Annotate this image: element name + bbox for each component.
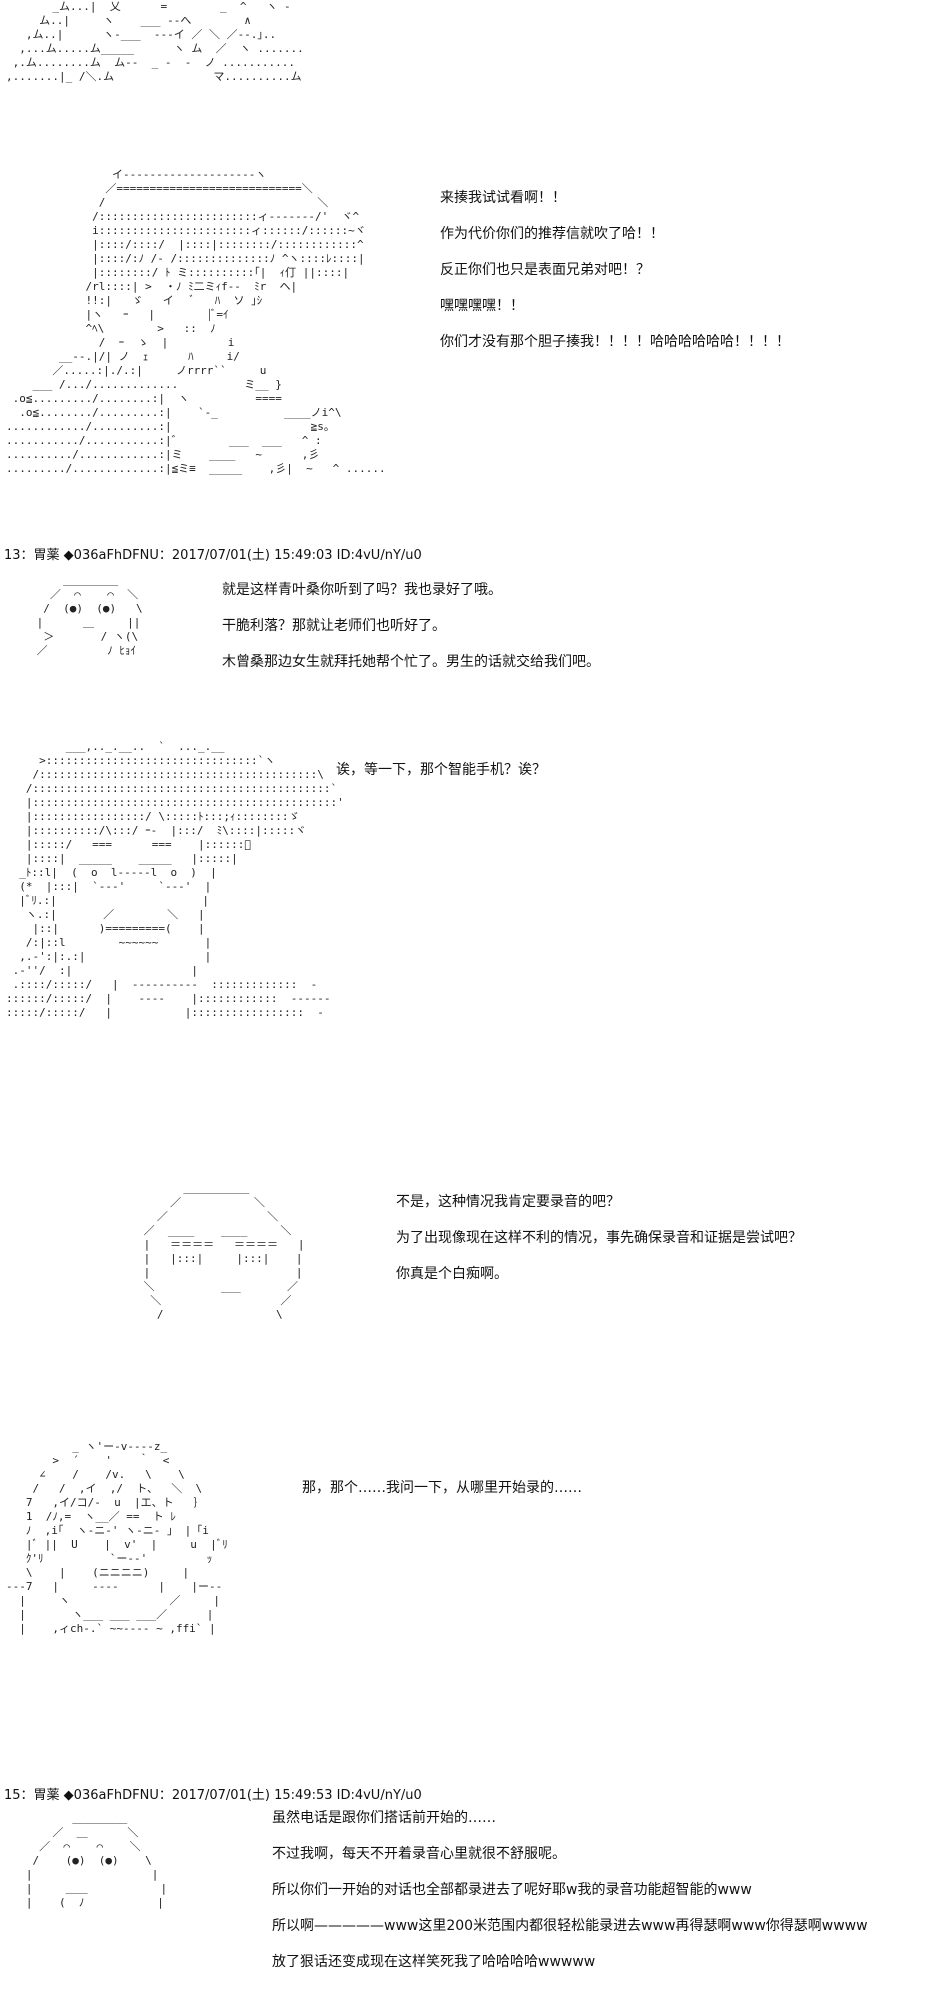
ascii-art-blank-face: ＿＿＿＿＿＿ ／ ＼ ／ ＼ ／ ____ ____ ＼ | ＝＝＝＝ ＝＝＝＝… bbox=[143, 1182, 305, 1321]
dialogue-line: 你真是个白痴啊。 bbox=[396, 1266, 508, 1282]
ascii-art-nervous-character: _ ヽ'ー-v----z_ > ´ ' ｀ < ∠ / /v. \ \ / / … bbox=[6, 1440, 228, 1635]
dialogue-line: 所以你们一开始的对话也全部都录进去了呢好耶w我的录音功能超智能的www bbox=[272, 1882, 752, 1898]
ascii-art-top: _ム...| 乂 = _ ^ ヽ - ム..| ヽ ___ --へ ∧ ,ム..… bbox=[6, 0, 304, 83]
dialogue-line: 不是，这种情况我肯定要录音的吧？ bbox=[396, 1194, 620, 1210]
dialogue-line: 就是这样青叶桑你听到了吗？我也录好了哦。 bbox=[222, 582, 502, 598]
ascii-art-yaruo-smug: ＿＿＿＿＿ ／ ＿ ＼ ／ ⌒ ⌒ ＼ / (●) (●) \ | | | ＿＿… bbox=[25, 1812, 168, 1909]
post-header-15: 15：胃薬 ◆036aFhDFNU：2017/07/01(土) 15:49:53… bbox=[4, 1788, 422, 1803]
dialogue-line: 干脆利落？那就让老师们也听好了。 bbox=[222, 618, 446, 634]
dialogue-block-3: 诶，等一下，那个智能手机？诶？ bbox=[336, 752, 546, 788]
dialogue-block-5: 那，那个……我问一下，从哪里开始录的…… bbox=[302, 1470, 582, 1506]
ascii-art-shouting-character: イ--------------------ヽ ／================… bbox=[6, 168, 386, 475]
ascii-art-glasses-character: ___,.._.__.. ` ..._.__ >::::::::::::::::… bbox=[6, 740, 344, 1019]
dialogue-line: 木曾桑那边女生就拜托她帮个忙了。男生的话就交给我们吧。 bbox=[222, 654, 600, 670]
post-header-13: 13：胃薬 ◆036aFhDFNU：2017/07/01(土) 15:49:03… bbox=[4, 548, 422, 563]
dialogue-line: 作为代价你们的推荐信就吹了哈！！ bbox=[440, 226, 664, 242]
dialogue-line: 诶，等一下，那个智能手机？诶？ bbox=[336, 762, 546, 778]
dialogue-block-1: 来揍我试试看啊！！ 作为代价你们的推荐信就吹了哈！！ 反正你们也只是表面兄弟对吧… bbox=[440, 180, 790, 360]
dialogue-block-4: 不是，这种情况我肯定要录音的吧？ 为了出现像现在这样不利的情况，事先确保录音和证… bbox=[396, 1184, 802, 1292]
dialogue-line: 你们才没有那个胆子揍我！！！！哈哈哈哈哈哈！！！！ bbox=[440, 334, 790, 350]
dialogue-line: 不过我啊，每天不开着录音心里就很不舒服呢。 bbox=[272, 1846, 566, 1862]
dialogue-line: 放了狠话还变成现在这样笑死我了哈哈哈哈wwwww bbox=[272, 1954, 596, 1970]
dialogue-block-2: 就是这样青叶桑你听到了吗？我也录好了哦。 干脆利落？那就让老师们也听好了。 木曾… bbox=[222, 572, 600, 680]
dialogue-line: 来揍我试试看啊！！ bbox=[440, 190, 566, 206]
dialogue-block-6: 虽然电话是跟你们搭话前开始的…… 不过我啊，每天不开着录音心里就很不舒服呢。 所… bbox=[272, 1800, 868, 1980]
dialogue-line: 为了出现像现在这样不利的情况，事先确保录音和证据是尝试吧？ bbox=[396, 1230, 802, 1246]
dialogue-line: 嘿嘿嘿嘿！！ bbox=[440, 298, 524, 314]
dialogue-line: 那，那个……我问一下，从哪里开始录的…… bbox=[302, 1480, 582, 1496]
ascii-art-yaruo: ＿＿＿＿＿ ／ ⌒ ⌒ ＼ / (●) (●) \ | ＿ || ＞ / ヽ(\… bbox=[36, 574, 143, 657]
dialogue-line: 所以啊—————www这里200米范围内都很轻松能录进去www再得瑟啊www你得… bbox=[272, 1918, 868, 1934]
dialogue-line: 虽然电话是跟你们搭话前开始的…… bbox=[272, 1810, 496, 1826]
dialogue-line: 反正你们也只是表面兄弟对吧！？ bbox=[440, 262, 650, 278]
